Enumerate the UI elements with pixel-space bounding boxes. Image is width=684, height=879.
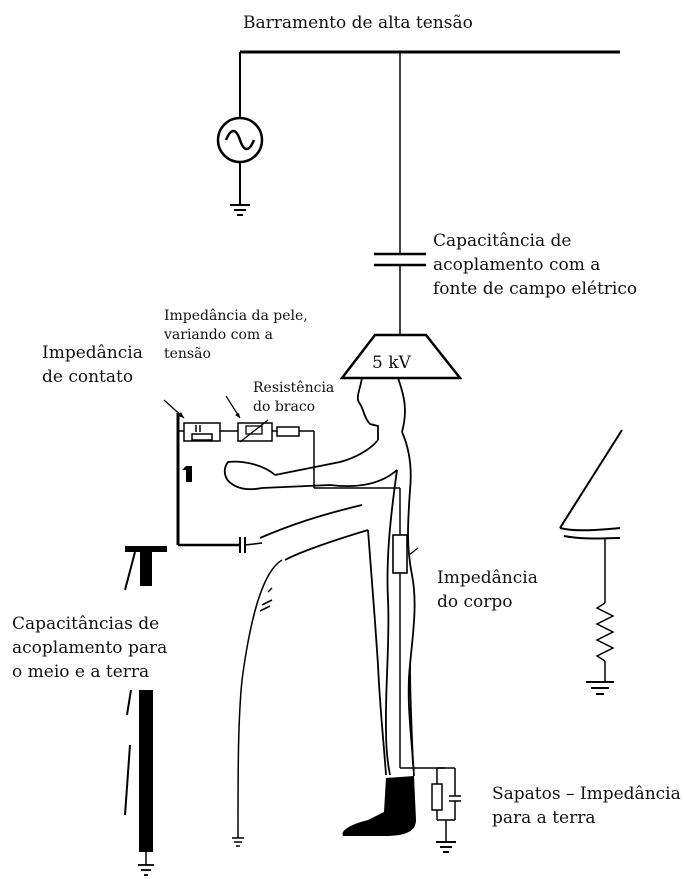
arm-resistance-label: Resistência do braco <box>253 380 339 415</box>
body-impedance-label: Impedância do corpo <box>437 568 543 612</box>
body-impedance <box>392 534 419 768</box>
coupling-source-label: Capacitância de acoplamento com a fonte … <box>433 231 637 299</box>
ground-structure <box>124 413 263 876</box>
ground-coupling-wire <box>232 559 283 847</box>
skin-impedance-label: Impedância da pele, variando com a tensã… <box>163 308 312 362</box>
ac-source <box>216 52 264 205</box>
person-figure <box>223 377 416 836</box>
right-structure <box>559 429 623 695</box>
shoes-impedance-label: Sapatos – Impedância para a terra <box>492 784 684 828</box>
shoe-impedance <box>400 767 461 853</box>
helmet-icon <box>339 333 463 380</box>
helmet-voltage-label: 5 kV <box>372 353 412 373</box>
ground-coupling-label: Capacitâncias de acoplamento para o meio… <box>12 614 173 682</box>
contact-impedance-label: Impedância de contato <box>42 343 148 387</box>
arm-circuit <box>163 395 401 535</box>
ground-icon <box>230 204 250 216</box>
bus-label: Barramento de alta tensão <box>243 13 473 33</box>
coupling-capacitor <box>374 52 426 335</box>
